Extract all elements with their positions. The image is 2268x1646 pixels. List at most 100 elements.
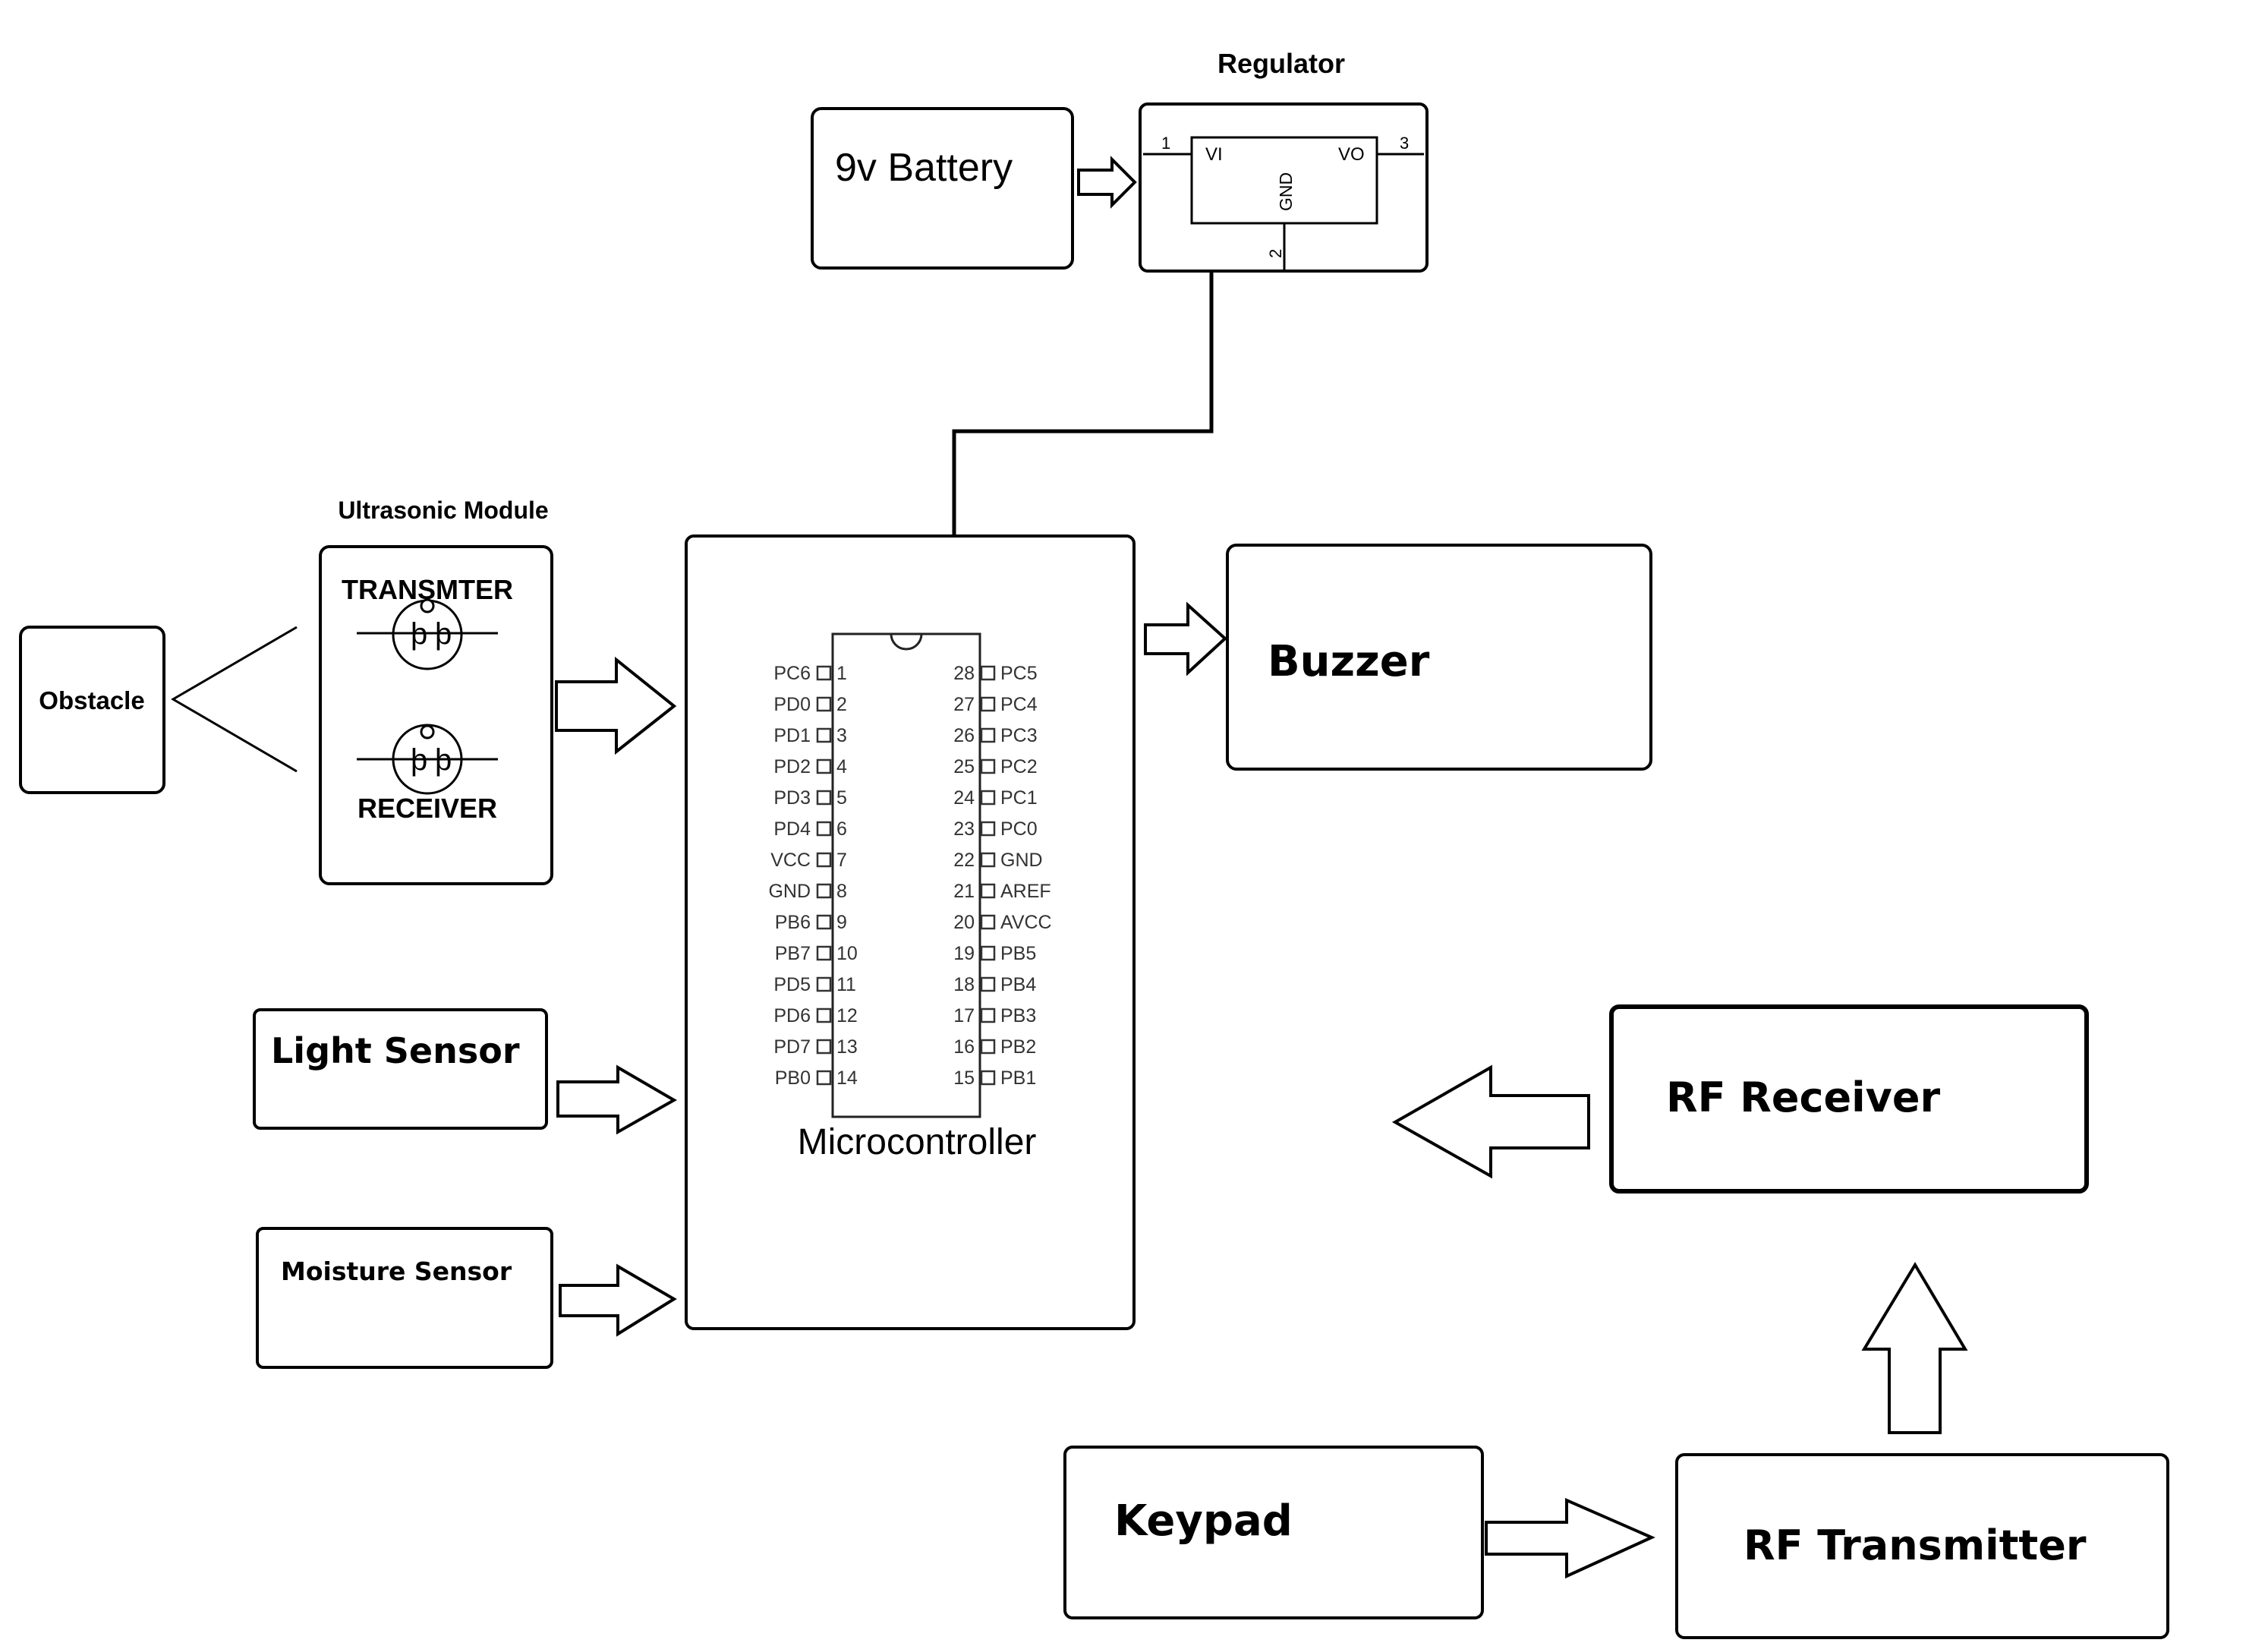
keypad-to-rf-transmitter-arrow bbox=[1485, 1497, 1655, 1579]
mcu-right-pin-pad bbox=[980, 665, 996, 681]
mcu-left-pin-name: VCC bbox=[770, 850, 811, 871]
buzzer-box bbox=[1226, 544, 1652, 771]
rf-transmitter-box bbox=[1675, 1453, 2169, 1639]
mcu-left-pin-pad bbox=[816, 1007, 832, 1023]
svg-text:þ: þ bbox=[435, 617, 452, 651]
mcu-left-pin-number: 11 bbox=[836, 974, 856, 995]
mcu-left-pin-name: PB7 bbox=[775, 943, 811, 964]
mcu-left-pin-name: PD1 bbox=[773, 725, 811, 746]
mcu-right-pin-pad bbox=[980, 1039, 996, 1055]
mcu-left-pin-pad bbox=[816, 914, 832, 930]
mcu-right-pin-name: PB1 bbox=[1000, 1067, 1036, 1089]
mcu-left-pin-pad bbox=[816, 945, 832, 961]
receiver-symbol: þ þ bbox=[357, 724, 498, 795]
keypad-box bbox=[1063, 1446, 1484, 1619]
regulator-pin3-num: 3 bbox=[1400, 134, 1409, 153]
mcu-left-pin-name: PD7 bbox=[773, 1036, 811, 1058]
mcu-right-pin-number: 19 bbox=[953, 943, 975, 964]
mcu-right-pin-number: 25 bbox=[953, 756, 975, 777]
mcu-left-pin-number: 13 bbox=[836, 1036, 858, 1058]
mcu-right-pin-number: 21 bbox=[953, 881, 975, 902]
mcu-right-pin-number: 16 bbox=[953, 1036, 975, 1058]
mcu-left-pin-number: 7 bbox=[836, 850, 847, 871]
ultrasonic-box bbox=[319, 545, 553, 885]
mcu-left-pin-number: 2 bbox=[836, 694, 847, 715]
mcu-right-pin-number: 18 bbox=[953, 974, 975, 995]
moisture-sensor-to-mcu-arrow bbox=[559, 1263, 677, 1337]
obstacle-box bbox=[19, 626, 165, 794]
mcu-left-pin-name: PD0 bbox=[773, 694, 811, 715]
mcu-left-pin-pad bbox=[816, 883, 832, 899]
mcu-right-pin-name: PC2 bbox=[1000, 756, 1038, 777]
mcu-right-pin-name: PC4 bbox=[1000, 694, 1038, 715]
mcu-left-pin-pad bbox=[816, 758, 832, 774]
regulator-pin1-num: 1 bbox=[1161, 134, 1170, 153]
mcu-left-pin-pad bbox=[816, 696, 832, 712]
mcu-to-buzzer-arrow bbox=[1144, 601, 1227, 676]
mcu-right-pin-pad bbox=[980, 1007, 996, 1023]
regulator-gnd-label: GND bbox=[1276, 172, 1296, 211]
mcu-left-pin-name: PB0 bbox=[775, 1067, 811, 1089]
mcu-right-pin-number: 27 bbox=[953, 694, 975, 715]
svg-text:þ: þ bbox=[435, 743, 452, 777]
mcu-left-pin-pad bbox=[816, 821, 832, 837]
regulator-pin2-num: 2 bbox=[1266, 249, 1285, 258]
mcu-left-pin-number: 12 bbox=[836, 1005, 858, 1026]
mcu-left-pin-number: 6 bbox=[836, 818, 847, 840]
mcu-left-pin-name: PD2 bbox=[773, 756, 811, 777]
light-sensor-box bbox=[253, 1008, 548, 1130]
mcu-right-pin-name: PB2 bbox=[1000, 1036, 1036, 1058]
moisture-sensor-box bbox=[256, 1227, 553, 1369]
mcu-left-pin-number: 1 bbox=[836, 663, 847, 684]
battery-to-regulator-arrow bbox=[1077, 156, 1137, 209]
svg-text:þ: þ bbox=[411, 617, 427, 651]
ultrasonic-title: Ultrasonic Module bbox=[338, 497, 548, 524]
mcu-right-pin-number: 22 bbox=[953, 850, 975, 871]
regulator-vo-label: VO bbox=[1338, 144, 1365, 165]
mcu-right-pin-number: 26 bbox=[953, 725, 975, 746]
buzzer-label: Buzzer bbox=[1268, 637, 1430, 686]
mcu-left-pin-pad bbox=[816, 1039, 832, 1055]
regulator-title: Regulator bbox=[1217, 48, 1345, 79]
mcu-left-pin-number: 10 bbox=[836, 943, 858, 964]
rf-transmitter-label: RF Transmitter bbox=[1744, 1521, 2087, 1569]
obstacle-wave-lines bbox=[171, 626, 298, 773]
rf-receiver-box bbox=[1609, 1004, 2089, 1194]
mcu-left-pin-number: 5 bbox=[836, 787, 847, 809]
svg-text:þ: þ bbox=[411, 743, 427, 777]
mcu-right-pin-name: AVCC bbox=[1000, 912, 1052, 933]
mcu-left-pin-name: PC6 bbox=[773, 663, 811, 684]
mcu-left-pin-number: 4 bbox=[836, 756, 847, 777]
mcu-left-pin-number: 8 bbox=[836, 881, 847, 902]
mcu-left-pin-pad bbox=[816, 976, 832, 992]
mcu-left-pin-name: PB6 bbox=[775, 912, 811, 933]
mcu-left-pin-number: 3 bbox=[836, 725, 847, 746]
mcu-right-pin-number: 28 bbox=[953, 663, 975, 684]
mcu-right-pin-pad bbox=[980, 976, 996, 992]
battery-box bbox=[811, 107, 1074, 270]
mcu-right-pin-number: 20 bbox=[953, 912, 975, 933]
mcu-right-pin-number: 23 bbox=[953, 818, 975, 840]
mcu-right-pin-pad bbox=[980, 758, 996, 774]
mcu-right-pin-number: 15 bbox=[953, 1067, 975, 1089]
mcu-right-pin-name: PB4 bbox=[1000, 974, 1036, 995]
regulator-chip bbox=[1190, 136, 1378, 225]
power-wire bbox=[952, 271, 1214, 535]
mcu-left-pin-pad bbox=[816, 665, 832, 681]
mcu-right-pin-pad bbox=[980, 696, 996, 712]
microcontroller-label: Microcontroller bbox=[798, 1122, 1037, 1162]
mcu-left-pin-name: GND bbox=[768, 881, 811, 902]
ultrasonic-to-mcu-arrow bbox=[555, 656, 677, 755]
battery-label: 9v Battery bbox=[835, 146, 1013, 190]
mcu-right-pin-name: PC5 bbox=[1000, 663, 1038, 684]
rf-receiver-label: RF Receiver bbox=[1666, 1074, 1940, 1121]
mcu-right-pin-name: PB5 bbox=[1000, 943, 1036, 964]
light-sensor-label: Light Sensor bbox=[271, 1030, 520, 1071]
ultrasonic-receiver-label: RECEIVER bbox=[358, 793, 497, 824]
mcu-right-pin-pad bbox=[980, 821, 996, 837]
mcu-left-pin-pad bbox=[816, 727, 832, 743]
mcu-right-pin-number: 24 bbox=[953, 787, 975, 809]
mcu-right-pin-pad bbox=[980, 945, 996, 961]
